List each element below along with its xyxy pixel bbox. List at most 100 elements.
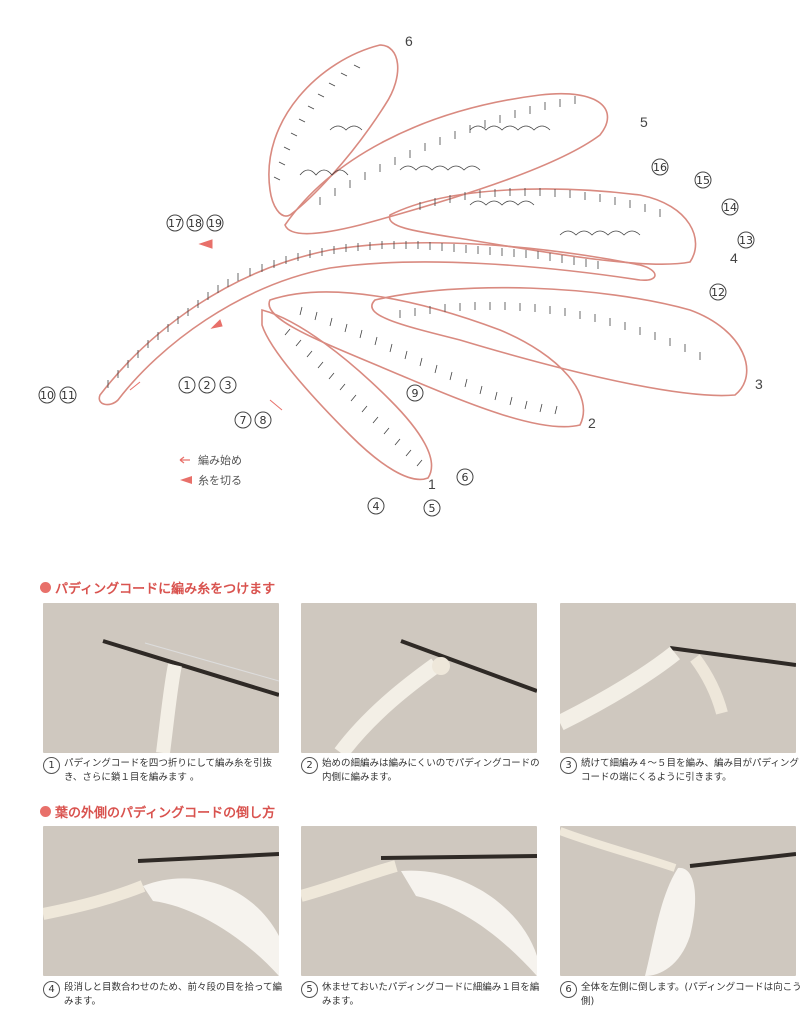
circled-13: 13 (737, 231, 755, 249)
step-text: 段消しと目数合わせのため、前々段の目を拾って編みます。 (64, 982, 283, 1007)
photo-step-6 (560, 826, 796, 976)
part-1-label: 1 (428, 476, 436, 492)
circled-17: 17 (166, 214, 184, 232)
stitch-row-leaf5 (319, 96, 576, 205)
caption-step-6: 6 全体を左側に倒します。(パディングコードは向こう側) (560, 981, 806, 1009)
start-legend-arrow (179, 456, 190, 464)
circled-11: 11 (59, 386, 77, 404)
photo-step-1 (43, 603, 279, 753)
section-heading-1: パディングコードに編み糸をつけます (40, 578, 275, 597)
circled-19: 19 (206, 214, 224, 232)
leaf1-direction-arrow (269, 399, 283, 411)
leaf-4-outline (388, 188, 697, 266)
circled-14: 14 (721, 198, 739, 216)
svg-text:6: 6 (462, 471, 469, 484)
svg-text:2: 2 (204, 379, 211, 392)
svg-text:9: 9 (412, 387, 419, 400)
step-number: 3 (560, 757, 577, 774)
stem-outline (98, 241, 656, 406)
stitch-row-leaf2 (299, 306, 558, 415)
svg-text:15: 15 (696, 174, 710, 187)
step-text: 始めの細編みは編みにくいのでパディングコードの内側に編みます。 (322, 758, 540, 783)
caption-step-5: 5 休ませておいたパディングコードに細編み１目を編みます。 (301, 981, 547, 1009)
leaf-3-outline (371, 286, 748, 397)
stitch-row-leaf3 (399, 302, 701, 360)
circled-16: 16 (651, 158, 669, 176)
bullet-icon (40, 582, 51, 593)
cut-legend-arrow (180, 476, 192, 484)
svg-text:13: 13 (739, 234, 753, 247)
circled-15: 15 (694, 171, 712, 189)
leaf-1-outline (261, 308, 433, 481)
photo-step-2 (301, 603, 537, 753)
svg-text:17: 17 (168, 217, 182, 230)
step-text: 続けて細編み４～５目を編み、編み目がパディングコードの端にくるように引きます。 (581, 758, 799, 783)
leaf-2-outline (268, 291, 585, 428)
step-number: 5 (301, 981, 318, 998)
cut-marker-arrow (198, 239, 213, 249)
part-numbers: 6 5 4 3 2 1 (405, 33, 763, 492)
caption-step-4: 4 段消しと目数合わせのため、前々段の目を拾って編みます。 (43, 981, 289, 1009)
svg-text:11: 11 (61, 389, 75, 402)
start-marker-arrow (210, 319, 223, 329)
step-number: 2 (301, 757, 318, 774)
step-text: パディングコードを四つ折りにして編み糸を引抜き、さらに鎖１目を編みます 。 (64, 758, 273, 783)
photo-step-5 (301, 826, 537, 976)
part-4-label: 4 (730, 250, 738, 266)
section-title: 葉の外側のパディングコードの倒し方 (55, 806, 276, 821)
photo-step-3 (560, 603, 796, 753)
stitch-row-leaf6 (273, 64, 361, 181)
part-5-label: 5 (640, 114, 648, 130)
part-2-label: 2 (588, 415, 596, 431)
circled-9: 9 (406, 384, 424, 402)
bullet-icon (40, 806, 51, 817)
step-text: 全体を左側に倒します。(パディングコードは向こう側) (581, 982, 802, 1007)
step-text: 休ませておいたパディングコードに細編み１目を編みます。 (322, 982, 540, 1007)
svg-text:1: 1 (184, 379, 191, 392)
leaf-6-outline (268, 44, 399, 217)
svg-text:7: 7 (240, 414, 247, 427)
photo-step-4 (43, 826, 279, 976)
circled-8: 8 (254, 411, 272, 429)
part-3-label: 3 (755, 376, 763, 392)
section-title: パディングコードに編み糸をつけます (55, 582, 276, 597)
step-number: 1 (43, 757, 60, 774)
circled-12: 12 (709, 283, 727, 301)
stitch-row-stem (107, 241, 599, 388)
stitch-symbols (107, 64, 701, 467)
svg-text:5: 5 (429, 502, 436, 515)
caption-step-2: 2 始めの細編みは編みにくいのでパディングコードの内側に編みます。 (301, 757, 547, 785)
svg-text:10: 10 (40, 389, 54, 402)
svg-text:14: 14 (723, 201, 737, 214)
circled-4: 4 (367, 497, 385, 515)
part-6-label: 6 (405, 33, 413, 49)
leaf-outlines (98, 44, 748, 481)
circled-6: 6 (456, 468, 474, 486)
direction-arrows (129, 239, 283, 411)
circled-18: 18 (186, 214, 204, 232)
circled-5: 5 (423, 499, 441, 517)
crochet-chart-diagram: 6 5 4 3 2 1 17 18 19 16 15 14 13 12 10 1… (38, 33, 763, 517)
circled-step-numbers: 17 18 19 16 15 14 13 12 10 11 1 2 3 9 7 … (38, 158, 755, 517)
stitch-row-leaf4 (419, 188, 661, 217)
svg-text:8: 8 (260, 414, 267, 427)
circled-7: 7 (234, 411, 252, 429)
svg-text:16: 16 (653, 161, 667, 174)
legend-start-label: 編み始め (198, 453, 242, 467)
legend-cut-label: 糸を切る (198, 474, 242, 487)
stitch-row-leaf1 (284, 328, 423, 467)
legend: 編み始め 糸を切る (179, 453, 242, 487)
svg-text:18: 18 (188, 217, 202, 230)
step-number: 6 (560, 981, 577, 998)
caption-step-3: 3 続けて細編み４～５目を編み、編み目がパディングコードの端にくるように引きます… (560, 757, 806, 785)
caption-step-1: 1 パディングコードを四つ折りにして編み糸を引抜き、さらに鎖１目を編みます 。 (43, 757, 289, 785)
svg-text:4: 4 (373, 500, 380, 513)
svg-text:3: 3 (225, 379, 232, 392)
stem-direction-arrow (129, 381, 141, 391)
step-number: 4 (43, 981, 60, 998)
section-heading-2: 葉の外側のパディングコードの倒し方 (40, 802, 275, 821)
circled-1: 1 (178, 376, 196, 394)
svg-text:19: 19 (208, 217, 222, 230)
circled-3: 3 (219, 376, 237, 394)
chain-loops (299, 125, 641, 236)
